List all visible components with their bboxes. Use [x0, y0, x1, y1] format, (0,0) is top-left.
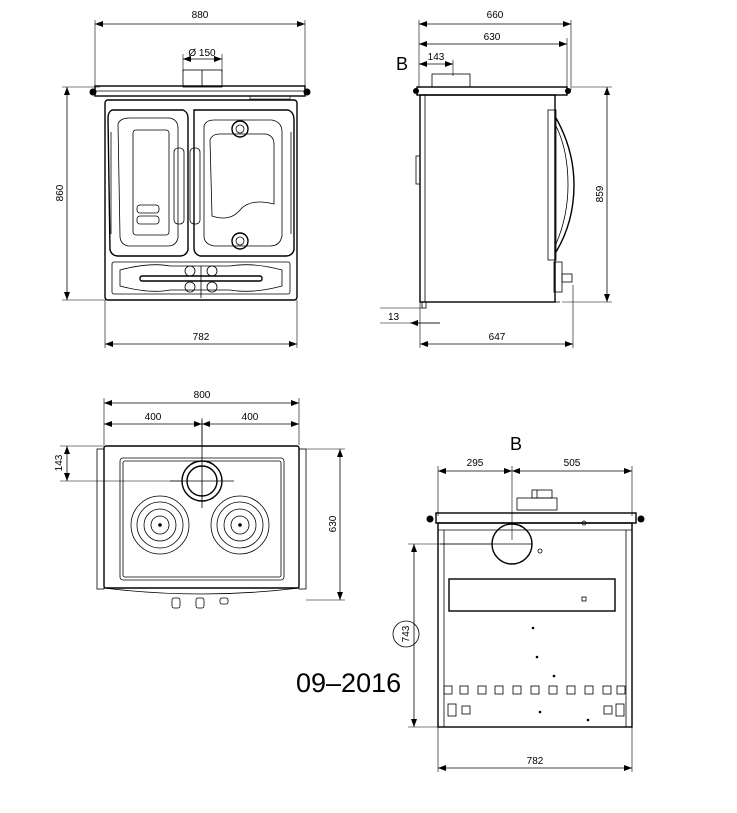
- side-height-label: 859: [595, 185, 606, 202]
- rear-cooktop-plate: [435, 512, 637, 524]
- front-view: 880 Ø 150 860: [55, 10, 311, 348]
- rear-view: B 295 505: [392, 434, 645, 772]
- rear-width-label: 782: [527, 756, 544, 767]
- rear-flue-height-balloon: [392, 620, 420, 648]
- top-flue-offset-label: 143: [54, 454, 65, 471]
- top-half-right-label: 400: [242, 412, 259, 423]
- flue-diameter-label: Ø 150: [188, 48, 216, 59]
- stove-body: [104, 99, 298, 301]
- front-body-width-label: 782: [193, 332, 210, 343]
- front-height-label: 860: [55, 184, 66, 201]
- top-view: 800 400 400: [54, 390, 345, 609]
- front-width-label: 880: [192, 10, 209, 21]
- oven-handle-knob: [231, 232, 249, 250]
- cooking-ring-right: [210, 495, 270, 555]
- top-plate: [103, 445, 300, 589]
- side-body: [419, 94, 556, 303]
- rear-vent-row: [443, 685, 626, 695]
- rear-offset-right-label: 505: [564, 458, 581, 469]
- side-depth-total-label: 660: [487, 10, 504, 21]
- top-depth-label: 630: [328, 515, 339, 532]
- side-depth-top-label: 630: [484, 32, 501, 43]
- top-half-left-label: 400: [145, 412, 162, 423]
- ash-vent-slot: [136, 204, 160, 214]
- towel-rail-knob-left: [89, 88, 97, 96]
- rear-body: [437, 522, 633, 728]
- oven-door: [193, 109, 295, 257]
- side-door-handle: [555, 117, 575, 253]
- side-body-depth-label: 647: [489, 332, 506, 343]
- rear-access-panel: [448, 578, 616, 612]
- side-flue-offset-label: 143: [428, 52, 445, 63]
- side-cooktop-plate: [416, 86, 568, 96]
- side-flue-pipe: [431, 73, 471, 88]
- revision-date: 09–2016: [296, 668, 401, 698]
- side-foot-height-label: 13: [388, 312, 400, 323]
- rail-left: [96, 448, 105, 590]
- flue-pipe: [182, 69, 223, 88]
- thermometer-dial: [231, 120, 249, 138]
- cooking-ring-left: [130, 495, 190, 555]
- side-flue-marker: B: [396, 54, 408, 74]
- rear-flue-pipe: [516, 497, 558, 511]
- towel-rail-knob-right: [303, 88, 311, 96]
- side-view: 660 630 143 B 859: [380, 10, 612, 348]
- rear-flue-height-label: 743: [401, 625, 412, 642]
- firebox-door: [107, 109, 189, 257]
- rear-offset-left-label: 295: [467, 458, 484, 469]
- top-width-label: 800: [194, 390, 211, 401]
- rail-right: [298, 448, 307, 590]
- ash-vent-slot-2: [136, 215, 160, 225]
- rear-flue-marker: B: [510, 434, 522, 454]
